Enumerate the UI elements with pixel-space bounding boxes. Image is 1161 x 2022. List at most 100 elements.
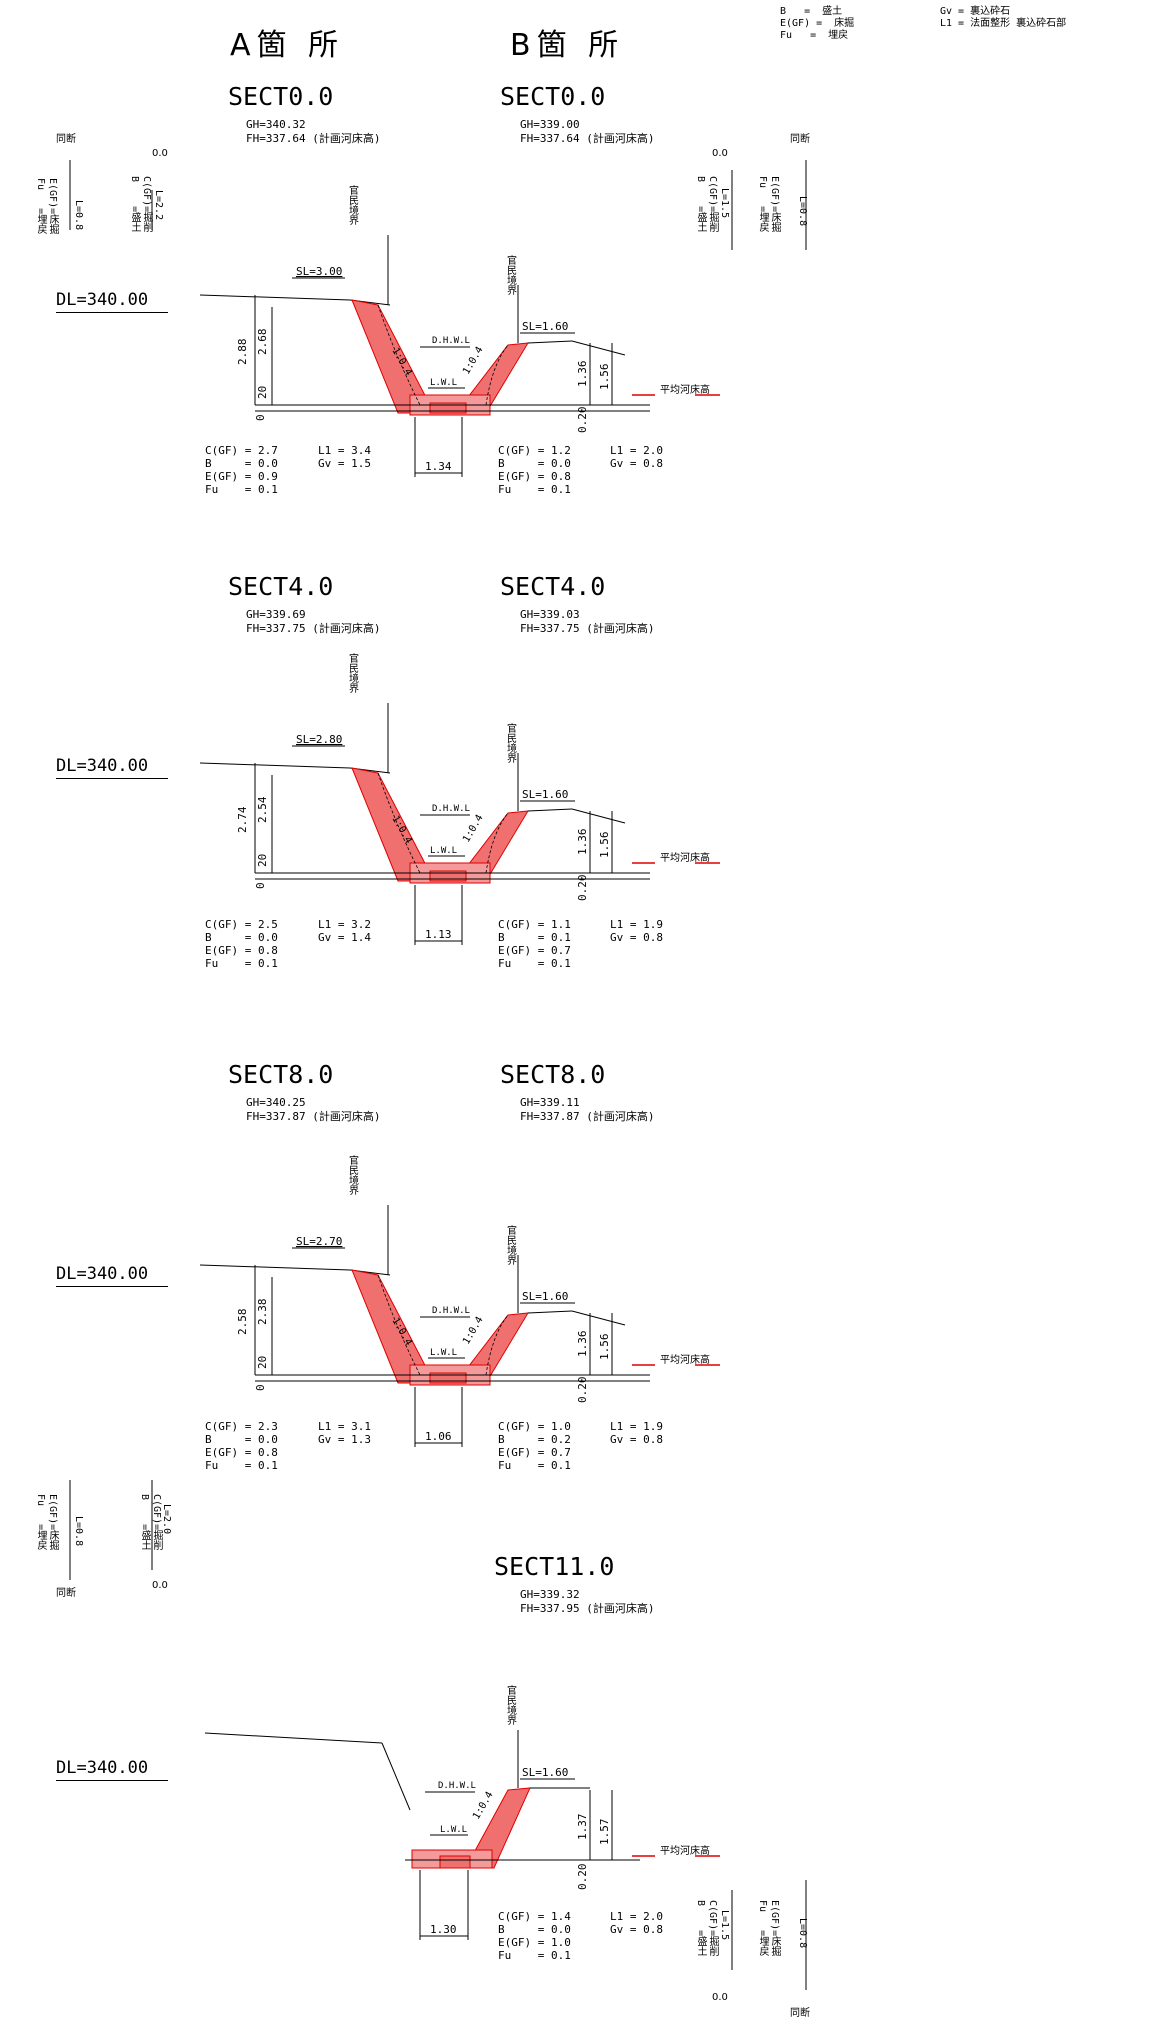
side-efL-ml: L=0.8	[73, 1516, 84, 1547]
revetment-foot	[429, 402, 467, 414]
boundary-label-a: 官民境界	[347, 652, 359, 694]
side-cbL-ml: L=2.0	[161, 1504, 172, 1535]
dim-r2: 1.56	[598, 832, 611, 859]
excavation-line-right	[485, 344, 509, 406]
dim-h1: 2.74	[236, 806, 249, 833]
qty2-a-0: L1 = 3.4 Gv = 1.5	[318, 444, 371, 470]
slope-label-11: 1:0.4	[471, 1790, 496, 1822]
dim-bottom-11: 1.30	[430, 1923, 457, 1936]
sl-label-b: SL=1.60	[522, 1290, 568, 1303]
ground-line-b2	[571, 808, 626, 824]
header-a: A箇 所	[230, 28, 345, 63]
side-cb-tr: C(GF)=掘削 B =盛土	[695, 176, 718, 233]
qty-a-1: C(GF) = 2.5 B = 0.0 E(GF) = 0.8 Fu = 0.1	[205, 918, 278, 970]
dim-r3: 0.20	[576, 1377, 589, 1404]
zero-br: 0.0	[712, 1992, 728, 2003]
side-cb-br: C(GF)=掘削 B =盛土	[695, 1900, 718, 1957]
side-cb-tl: C(GF)=掘削 B =盛土	[129, 176, 152, 233]
dim-r3: 0.20	[576, 407, 589, 434]
dim-h2: 2.38	[256, 1299, 269, 1326]
ground-line-11a	[204, 1732, 383, 1744]
dim-h0: 0	[254, 882, 267, 889]
sl-label-a: SL=3.00	[296, 265, 342, 278]
slope-label-right: 1:0.4	[461, 813, 486, 845]
boundary-label-a: 官民境界	[347, 184, 359, 226]
ground-line-a	[199, 762, 351, 769]
dl-label-2: DL=340.00	[56, 1264, 168, 1287]
excavation-line-right	[485, 812, 509, 874]
dhwl-label: D.H.W.L	[432, 336, 470, 346]
avg-bed-label: 平均河床高	[660, 851, 710, 864]
dim-r2: 1.56	[598, 364, 611, 391]
same-section-tl: 同断	[56, 134, 76, 145]
same-section-br: 同断	[790, 2008, 810, 2019]
lwl-label: L.W.L	[430, 1348, 457, 1358]
ground-line-b	[527, 808, 573, 812]
sect-title-b-1: SECT4.0	[500, 572, 606, 601]
same-section-ml: 同断	[56, 1588, 76, 1599]
excavation-line-left	[377, 304, 421, 406]
boundary-label-b: 官民境界	[505, 722, 517, 764]
sl-label-b: SL=1.60	[522, 320, 568, 333]
dhwl-label: D.H.W.L	[432, 1306, 470, 1316]
sect-title-b-2: SECT8.0	[500, 1060, 606, 1089]
dim-r3-11: 0.20	[576, 1864, 589, 1891]
lwl-label-11: L.W.L	[440, 1825, 467, 1835]
ground-line-b2	[571, 1310, 626, 1326]
excavation-line-left	[377, 1274, 421, 1376]
dim-h1: 2.58	[236, 1309, 249, 1336]
excavation-line-right	[485, 1314, 509, 1376]
side-cb-ml: C(GF)=掘削 B =盛土	[139, 1494, 162, 1551]
qty-b-3: C(GF) = 1.4 B = 0.0 E(GF) = 1.0 Fu = 0.1	[498, 1910, 571, 1962]
sect-title-a-1: SECT4.0	[228, 572, 334, 601]
qty2-b-1: L1 = 1.9 Gv = 0.8	[610, 918, 663, 944]
sl-label-11: SL=1.60	[522, 1766, 568, 1779]
slope-label-right: 1:0.4	[461, 345, 486, 377]
qty2-b-2: L1 = 1.9 Gv = 0.8	[610, 1420, 663, 1446]
side-efL-br: L=0.8	[797, 1918, 808, 1949]
sect-title-a-2: SECT8.0	[228, 1060, 334, 1089]
side-cbL-br: L=1.5	[719, 1910, 730, 1941]
dim-r1: 1.36	[576, 829, 589, 856]
dim-bottom: 1.06	[425, 1430, 452, 1443]
side-ef-tl: E(GF)=床掘 Fu =埋戻	[35, 178, 58, 235]
slope-label-right: 1:0.4	[461, 1315, 486, 1347]
ground-line-b2	[571, 340, 626, 356]
side-ef-tr: E(GF)=床掘 Fu =埋戻	[757, 176, 780, 233]
sect-title-a-0: SECT0.0	[228, 82, 334, 111]
side-ef-ml: E(GF)=床掘 Fu =埋戻	[35, 1494, 58, 1551]
dim-h3: 20	[256, 854, 269, 867]
dim-r1: 1.36	[576, 361, 589, 388]
sect-title-b-0: SECT0.0	[500, 82, 606, 111]
qty-b-2: C(GF) = 1.0 B = 0.2 E(GF) = 0.7 Fu = 0.1	[498, 1420, 571, 1472]
zero-tr: 0.0	[712, 148, 728, 159]
ground-line-11b	[381, 1742, 411, 1811]
avg-bed-label: 平均河床高	[660, 1353, 710, 1366]
revetment-foot	[429, 870, 467, 882]
side-ef-br: E(GF)=床掘 Fu =埋戻	[757, 1900, 780, 1957]
header-b: B箇 所	[510, 28, 625, 63]
qty2-b-0: L1 = 2.0 Gv = 0.8	[610, 444, 663, 470]
side-efL-tl: L=0.8	[73, 200, 84, 231]
qty-a-2: C(GF) = 2.3 B = 0.0 E(GF) = 0.8 Fu = 0.1	[205, 1420, 278, 1472]
dim-h0: 0	[254, 1384, 267, 1391]
ground-line-a	[199, 1264, 351, 1271]
dim-bottom: 1.13	[425, 928, 452, 941]
dim-r3: 0.20	[576, 875, 589, 902]
dim-r1: 1.36	[576, 1331, 589, 1358]
revetment-foot	[429, 1372, 467, 1384]
zero-tl: 0.0	[152, 148, 168, 159]
dim-r2-11: 1.57	[598, 1819, 611, 1846]
zero-ml: 0.0	[152, 1580, 168, 1591]
ground-line-b	[527, 1310, 573, 1314]
dim-h2: 2.68	[256, 329, 269, 356]
